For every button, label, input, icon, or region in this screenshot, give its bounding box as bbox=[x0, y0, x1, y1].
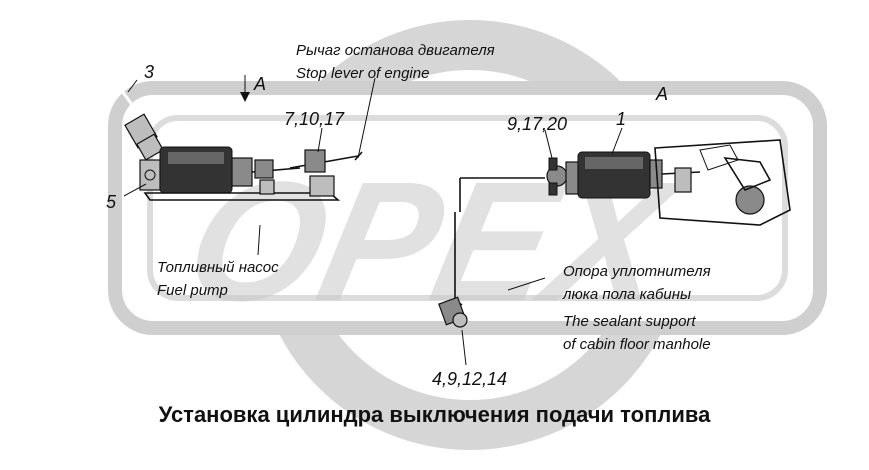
fuel-cut-cylinder-left bbox=[159, 146, 301, 194]
stop-lever bbox=[289, 149, 363, 197]
label-sealant-support-en-2: of cabin floor manhole bbox=[563, 336, 711, 353]
mounting-bracket-left bbox=[143, 179, 341, 201]
label-sealant-support-ru-1: Опора уплотнителя bbox=[563, 263, 711, 280]
label-stop-lever-en: Stop lever of engine bbox=[296, 65, 429, 82]
watermark-plate bbox=[108, 81, 827, 335]
label-sealant-support-ru-2: люка пола кабины bbox=[562, 286, 691, 303]
callout-parts-7-10-17: 7,10,17 bbox=[284, 109, 345, 129]
watermark-logo: OPEX bbox=[108, 20, 827, 450]
label-sealant-support-en-1: The sealant support bbox=[563, 313, 696, 330]
callout-part-1: 1 bbox=[616, 109, 626, 129]
fuel-cut-cylinder-right bbox=[565, 151, 701, 199]
callout-part-3: 3 bbox=[144, 62, 154, 82]
callout-view-a-arrow: A bbox=[253, 74, 266, 94]
callout-parts-9-17-20: 9,17,20 bbox=[507, 114, 567, 134]
callout-view-a: A bbox=[655, 84, 668, 104]
callout-parts-4-9-12-14: 4,9,12,14 bbox=[432, 369, 507, 389]
label-stop-lever-ru: Рычаг останова двигателя bbox=[296, 42, 495, 59]
connecting-rod bbox=[438, 177, 545, 328]
callout-part-5: 5 bbox=[106, 192, 117, 212]
support-bracket-right bbox=[654, 139, 791, 226]
label-fuel-pump-en: Fuel pump bbox=[157, 282, 228, 299]
figure-caption: Установка цилиндра выключения подачи топ… bbox=[158, 402, 711, 427]
clevis-joint bbox=[546, 157, 568, 196]
leader-lines bbox=[123, 75, 623, 366]
fuel-line-part-3 bbox=[50, 65, 142, 188]
fitting-assembly bbox=[124, 113, 164, 191]
label-fuel-pump-ru: Топливный насос bbox=[157, 259, 279, 276]
